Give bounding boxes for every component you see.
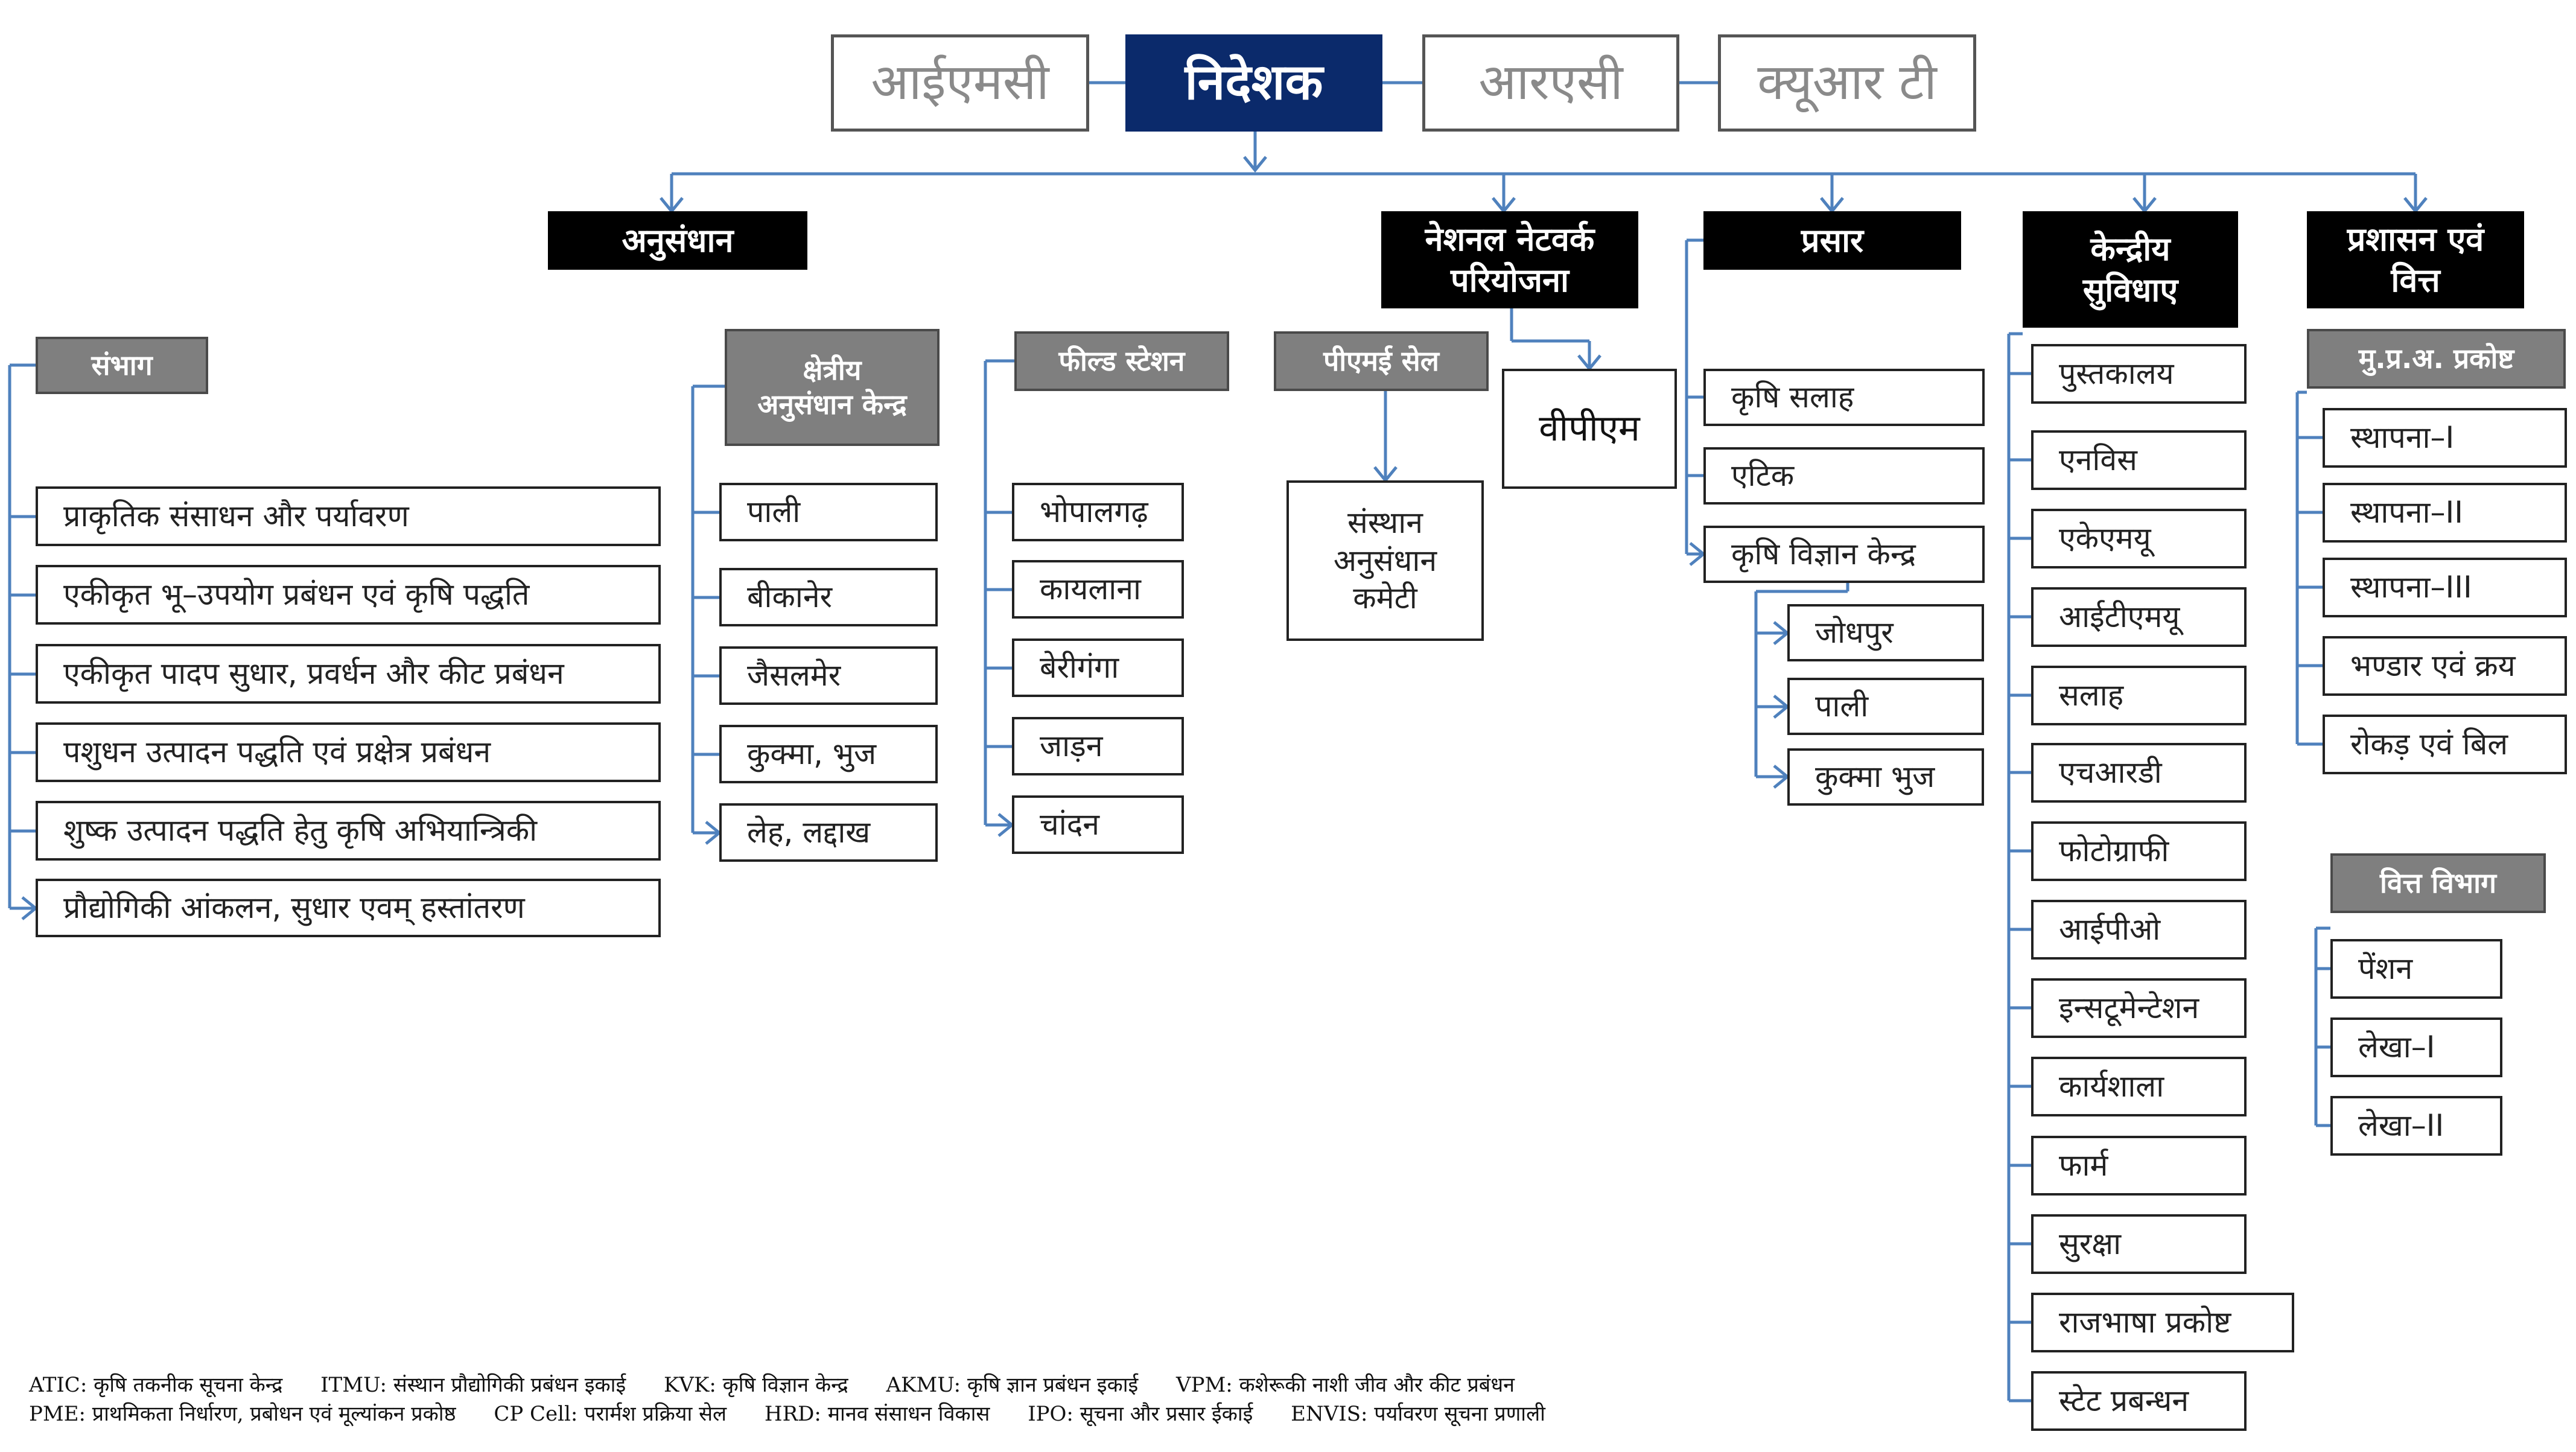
regional-centre-item: बीकानेर	[719, 568, 938, 626]
central-facility-item: एनविस	[2031, 430, 2247, 490]
division-item: एकीकृत भू–उपयोग प्रबंधन एवं कृषि पद्धति	[36, 565, 661, 625]
central-facility-item: राजभाषा प्रकोष्ट	[2031, 1293, 2294, 1352]
legend-entry: IPO: सूचना और प्रसार ईकाई	[1028, 1402, 1253, 1426]
regional-centre-item: पाली	[719, 483, 938, 541]
institute-research-committee: संस्थान अनुसंधान कमेटी	[1286, 480, 1484, 641]
central-facility-item: स्टेट प्रबन्धन	[2031, 1371, 2247, 1431]
admin-item: स्थापना–II	[2323, 483, 2567, 543]
admin-item: भण्डार एवं क्रय	[2323, 636, 2567, 696]
finance-dept-header: वित्त विभाग	[2330, 853, 2546, 913]
legend-entry: PME: प्राथमिकता निर्धारण, प्रबोधन एवं मू…	[29, 1402, 456, 1426]
central-facility-item: फार्म	[2031, 1136, 2247, 1196]
central-facility-item: सलाह	[2031, 666, 2247, 725]
imc-box: आईएमसी	[831, 34, 1089, 132]
finance-item: लेखा–I	[2330, 1017, 2502, 1077]
extension-head: प्रसार	[1703, 211, 1961, 270]
legend-entry: ENVIS: पर्यावरण सूचना प्रणाली	[1291, 1402, 1545, 1426]
central-facility-item: आईटीएमयू	[2031, 587, 2247, 647]
field-station-item: जाड़न	[1012, 717, 1184, 775]
central-facility-item: एकेएमयू	[2031, 509, 2247, 568]
pme-cell-header: पीएमई सेल	[1274, 331, 1489, 391]
legend-entry: ATIC: कृषि तकनीक सूचना केन्द्र	[29, 1373, 283, 1397]
central-facility-item: सुरक्षा	[2031, 1214, 2247, 1274]
director-box: निदेशक	[1125, 34, 1382, 132]
divisions-header: संभाग	[36, 337, 208, 394]
legend-line-2: PME: प्राथमिकता निर्धारण, प्रबोधन एवं मू…	[29, 1399, 1577, 1427]
field-station-item: बेरीगंगा	[1012, 638, 1184, 697]
field-station-item: भोपालगढ़	[1012, 483, 1184, 541]
central-facility-item: पुस्तकालय	[2031, 344, 2247, 404]
extension-item: एटिक	[1703, 447, 1985, 505]
extension-item: कृषि सलाह	[1703, 369, 1985, 426]
field-station-item: चांदन	[1012, 795, 1184, 854]
admin-item: स्थापना–III	[2323, 558, 2567, 617]
kvk-item: जोधपुर	[1787, 604, 1984, 661]
division-item: प्रौद्योगिकी आंकलन, सुधार एवम् हस्तांतरण	[36, 879, 661, 937]
central-facility-item: फोटोग्राफी	[2031, 821, 2247, 881]
national-network-head: नेशनल नेटवर्क परियोजना	[1381, 211, 1638, 308]
regional-centre-item: कुक्मा, भुज	[719, 725, 938, 783]
admin-item: रोकड़ एवं बिल	[2323, 715, 2567, 774]
kvk-item: पाली	[1787, 678, 1984, 735]
regional-centre-item: जैसलमेर	[719, 646, 938, 705]
extension-item: कृषि विज्ञान केन्द्र	[1703, 526, 1985, 583]
admin-item: स्थापना–I	[2323, 408, 2567, 468]
division-item: शुष्क उत्पादन पद्धति हेतु कृषि अभियान्त्…	[36, 801, 661, 861]
research-head: अनुसंधान	[548, 211, 807, 270]
field-station-item: कायलाना	[1012, 560, 1184, 619]
division-item: एकीकृत पादप सुधार, प्रवर्धन और कीट प्रबं…	[36, 644, 661, 704]
legend-entry: VPM: कशेरूकी नाशी जीव और कीट प्रबंधन	[1176, 1373, 1515, 1397]
regional-centre-item: लेह, लद्दाख	[719, 803, 938, 862]
arrow-head	[1243, 156, 1267, 173]
legend-entry: KVK: कृषि विज्ञान केन्द्र	[663, 1373, 848, 1397]
rac-box: आरएसी	[1422, 34, 1679, 132]
central-facility-item: एचआरडी	[2031, 743, 2247, 803]
kvk-item: कुक्मा भुज	[1787, 748, 1984, 806]
central-facility-item: कार्यशाला	[2031, 1057, 2247, 1116]
legend-entry: CP Cell: परार्मश प्रक्रिया सेल	[494, 1402, 727, 1426]
finance-item: लेखा–II	[2330, 1096, 2502, 1156]
central-facility-item: आईपीओ	[2031, 900, 2247, 960]
regional-centres-header: क्षेत्रीय अनुसंधान केन्द्र	[725, 329, 940, 446]
legend-entry: AKMU: कृषि ज्ञान प्रबंधन इकाई	[886, 1373, 1139, 1397]
vpm-box: वीपीएम	[1502, 369, 1677, 489]
central-facility-item: इन्सटूमेन्टेशन	[2031, 978, 2247, 1038]
central-facilities-head: केन्द्रीय सुविधाए	[2023, 211, 2238, 328]
division-item: पशुधन उत्पादन पद्धति एवं प्रक्षेत्र प्रब…	[36, 722, 661, 782]
admin-finance-head: प्रशासन एवं वित्त	[2307, 211, 2524, 308]
qrt-box: क्यूआर टी	[1718, 34, 1976, 132]
admin-cell-header: मु.प्र.अ. प्रकोष्ट	[2307, 329, 2566, 389]
legend-entry: HRD: मानव संसाधन विकास	[764, 1402, 990, 1426]
legend-line-1: ATIC: कृषि तकनीक सूचना केन्द्र ITMU: संस…	[29, 1370, 1546, 1398]
division-item: प्राकृतिक संसाधन और पर्यावरण	[36, 486, 661, 546]
legend-entry: ITMU: संस्थान प्रौद्योगिकी प्रबंधन इकाई	[320, 1373, 626, 1397]
field-stations-header: फील्ड स्टेशन	[1014, 331, 1229, 391]
finance-item: पेंशन	[2330, 939, 2502, 999]
